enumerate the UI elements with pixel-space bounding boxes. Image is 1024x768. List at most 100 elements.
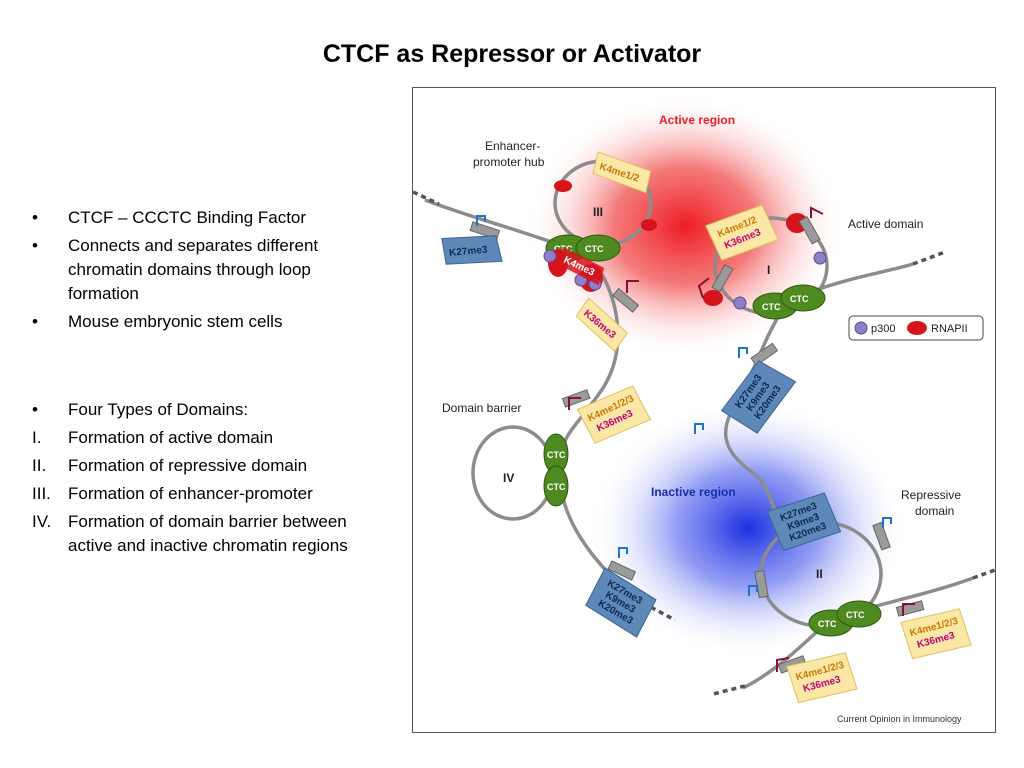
active-tss-arrow: [776, 657, 790, 672]
active-region-label: Active region: [659, 113, 735, 127]
active-tss-arrow: [697, 277, 710, 299]
repressed-tss-mark: [882, 517, 892, 528]
svg-text:CTC: CTC: [585, 244, 604, 254]
bullet-text: Connects and separates different chromat…: [68, 236, 319, 303]
enhancer-hub-label-line1: Enhancer-: [485, 139, 540, 153]
repressive-mark-tag: K27me3 K9me3 K20me3: [766, 492, 842, 551]
ctcf-pair-four: CTC CTC: [543, 433, 569, 507]
repressed-tss-mark: [748, 585, 758, 596]
legend-rnapii-swatch: [907, 321, 927, 335]
promoter-block: [798, 216, 821, 245]
slide-title: CTCF as Repressor or Activator: [322, 40, 702, 68]
fiber-dashed-end-left: [413, 190, 440, 206]
legend: p300 RNAPII: [848, 315, 984, 341]
chromatin-fiber-left-descent: [561, 267, 620, 449]
repressive-domain-label-line2: domain: [915, 504, 954, 518]
bullet-marker: I.: [32, 428, 42, 447]
repressed-tss-mark: [618, 547, 628, 558]
figure-credit: Current Opinion in Immunology: [837, 714, 962, 724]
p300-dot: [733, 296, 747, 310]
fiber-dashed-end-bottom-left: [712, 684, 746, 696]
inactive-region-label: Inactive region: [651, 485, 736, 499]
legend-p300-label: p300: [871, 323, 895, 335]
svg-text:K27me3: K27me3: [449, 245, 489, 259]
legend-rnapii-label: RNAPII: [931, 323, 968, 335]
domain-barrier-label: Domain barrier: [442, 401, 521, 415]
inactive-region-glow: [588, 398, 908, 658]
promoter-block: [711, 264, 734, 293]
active-domain-label: Active domain: [848, 217, 923, 231]
loop-three-label: III: [593, 205, 603, 219]
ctcf-domain-figure: Active region Inactive region III I IV I…: [412, 87, 996, 733]
bullet-text: Four Types of Domains:: [68, 400, 249, 419]
bullet-item: II. Formation of repressive domain: [32, 454, 377, 478]
rnapii-dot: [554, 180, 572, 192]
bullet-item: • CTCF – CCCTC Binding Factor: [32, 206, 377, 230]
p300-dot: [543, 249, 557, 263]
rnapii-dot: [641, 219, 657, 231]
active-mark-tag: K4me1/2/3 K36me3: [900, 608, 972, 660]
promoter-block: [872, 521, 891, 551]
promoter-block: [750, 342, 779, 367]
bullet-marker: III.: [32, 484, 51, 503]
bullet-text: CTCF – CCCTC Binding Factor: [68, 208, 307, 227]
legend-p300-swatch: [854, 321, 868, 335]
bullet-text: Formation of domain barrier between acti…: [68, 512, 348, 555]
promoter-block: [754, 569, 769, 599]
active-tss-arrow: [902, 603, 915, 616]
bullet-marker: •: [32, 236, 38, 255]
promoter-block: [612, 287, 640, 313]
fiber-dashed-end-lower-left: [642, 601, 676, 622]
bullet-list-domains: • Four Types of Domains: I. Formation of a…: [32, 398, 377, 562]
bullet-list-intro: • CTCF – CCCTC Binding Factor • Connects a…: [32, 206, 377, 338]
bullet-item: IV. Formation of domain barrier between a…: [32, 510, 377, 558]
ctcf-diagram: Active region Inactive region III I IV I…: [413, 94, 995, 724]
bullet-marker: •: [32, 400, 38, 419]
bullet-item: • Connects and separates different chroma…: [32, 234, 377, 306]
bullet-item: • Four Types of Domains:: [32, 398, 377, 422]
active-tss-arrow: [568, 397, 581, 410]
ctcf-pair-one: CTC CTC: [752, 284, 826, 320]
bullet-text: Mouse embryonic stem cells: [68, 312, 283, 331]
svg-text:CTC: CTC: [762, 302, 781, 312]
bullet-item: III. Formation of enhancer-promoter: [32, 482, 377, 506]
bullet-marker: IV.: [32, 512, 52, 531]
ctcf-pair-two: CTC CTC: [808, 600, 882, 637]
repressed-tss-mark: [694, 423, 704, 434]
active-tss-arrow: [626, 280, 639, 293]
enhancer-hub-label-line2: promoter hub: [473, 155, 545, 169]
p300-dot: [813, 251, 827, 265]
bullet-item: I. Formation of active domain: [32, 426, 377, 450]
repressed-tss-mark: [738, 347, 748, 358]
active-mark-tag: K4me1/2 K36me3: [705, 204, 779, 261]
repressive-mark-tag: K27me3 K9me3 K20me3: [585, 567, 657, 638]
repressive-mark-tag: K27me3: [441, 235, 503, 265]
rnapii-dot: [703, 290, 723, 306]
chromatin-fiber-top-left: [424, 198, 564, 248]
promoter-block: [607, 560, 637, 581]
svg-text:CTC: CTC: [790, 294, 809, 304]
repressive-domain-label-line1: Repressive: [901, 488, 961, 502]
active-tss-arrow: [810, 206, 824, 218]
bullet-text: Formation of active domain: [68, 428, 274, 447]
loop-one-label: I: [767, 263, 770, 277]
bullet-text: Formation of enhancer-promoter: [68, 484, 313, 503]
svg-text:CTC: CTC: [818, 619, 837, 629]
promoter-block: [469, 221, 501, 240]
bullet-marker: •: [32, 208, 38, 227]
bullet-item: • Mouse embryonic stem cells: [32, 310, 377, 334]
fiber-dashed-end-bottom-right: [972, 568, 995, 580]
active-mark-tag: K4me1/2: [592, 151, 652, 194]
loop-four-label: IV: [503, 471, 514, 485]
bullet-marker: •: [32, 312, 38, 331]
svg-text:CTC: CTC: [846, 610, 865, 620]
bullet-text: Formation of repressive domain: [68, 456, 308, 475]
svg-text:CTC: CTC: [547, 450, 566, 460]
svg-text:CTC: CTC: [547, 482, 566, 492]
loop-two-label: II: [816, 567, 823, 581]
repressed-tss-mark: [476, 215, 486, 226]
bullet-marker: II.: [32, 456, 47, 475]
fiber-dashed-end-right-top: [912, 250, 946, 266]
active-mark-tag: K4me1/2/3 K36me3: [786, 652, 858, 704]
repressive-mark-tag: K27me3 K9me3 K20me3: [720, 360, 797, 434]
